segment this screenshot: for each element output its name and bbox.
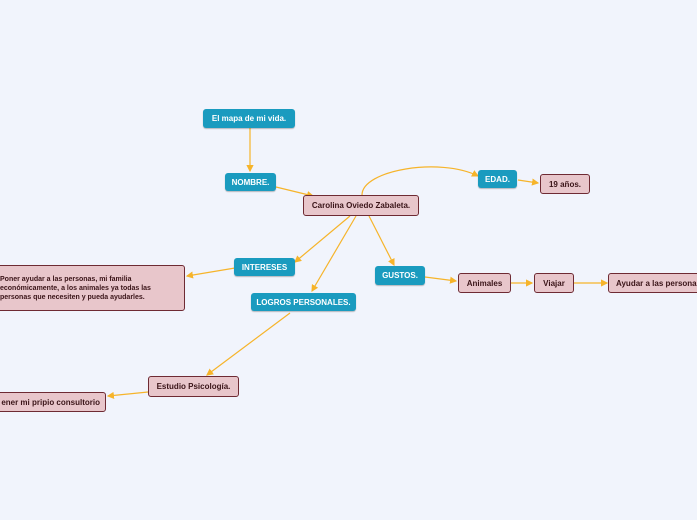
- gustos-item-viajar[interactable]: Viajar: [534, 273, 574, 293]
- connector-edad-to-value: [517, 178, 540, 186]
- title-node[interactable]: El mapa de mi vida.: [203, 109, 295, 128]
- logros-item-estudio[interactable]: Estudio Psicología.: [148, 376, 239, 397]
- connector-central-to-edad: [361, 166, 480, 196]
- connector-central-to-gustos: [368, 215, 395, 267]
- gustos-node[interactable]: GUSTOS.: [375, 266, 425, 285]
- connector-nombre-to-central: [275, 186, 315, 199]
- connector-estudio-to-consultorio: [106, 391, 149, 399]
- intereses-node[interactable]: INTERESES: [234, 258, 295, 276]
- gustos-item-ayudar[interactable]: Ayudar a las persona: [608, 273, 697, 293]
- intereses-detail-node[interactable]: Poner ayudar a las personas, mi familia …: [0, 265, 185, 311]
- connector-logros-to-estudio: [206, 312, 291, 376]
- connector-central-to-intereses: [294, 215, 351, 263]
- nombre-node[interactable]: NOMBRE.: [225, 173, 276, 191]
- edad-node[interactable]: EDAD.: [478, 170, 517, 188]
- connector-central-to-logros: [311, 215, 357, 293]
- logros-subitem-consultorio[interactable]: ener mi pripio consultorio: [0, 392, 106, 412]
- logros-node[interactable]: LOGROS PERSONALES.: [251, 293, 356, 311]
- gustos-item-animales[interactable]: Animales: [458, 273, 511, 293]
- edad-value-node[interactable]: 19 años.: [540, 174, 590, 194]
- connector-intereses-to-detail: [185, 267, 236, 279]
- central-node[interactable]: Carolina Oviedo Zabaleta.: [303, 195, 419, 216]
- connector-gustos-to-animales: [424, 276, 458, 284]
